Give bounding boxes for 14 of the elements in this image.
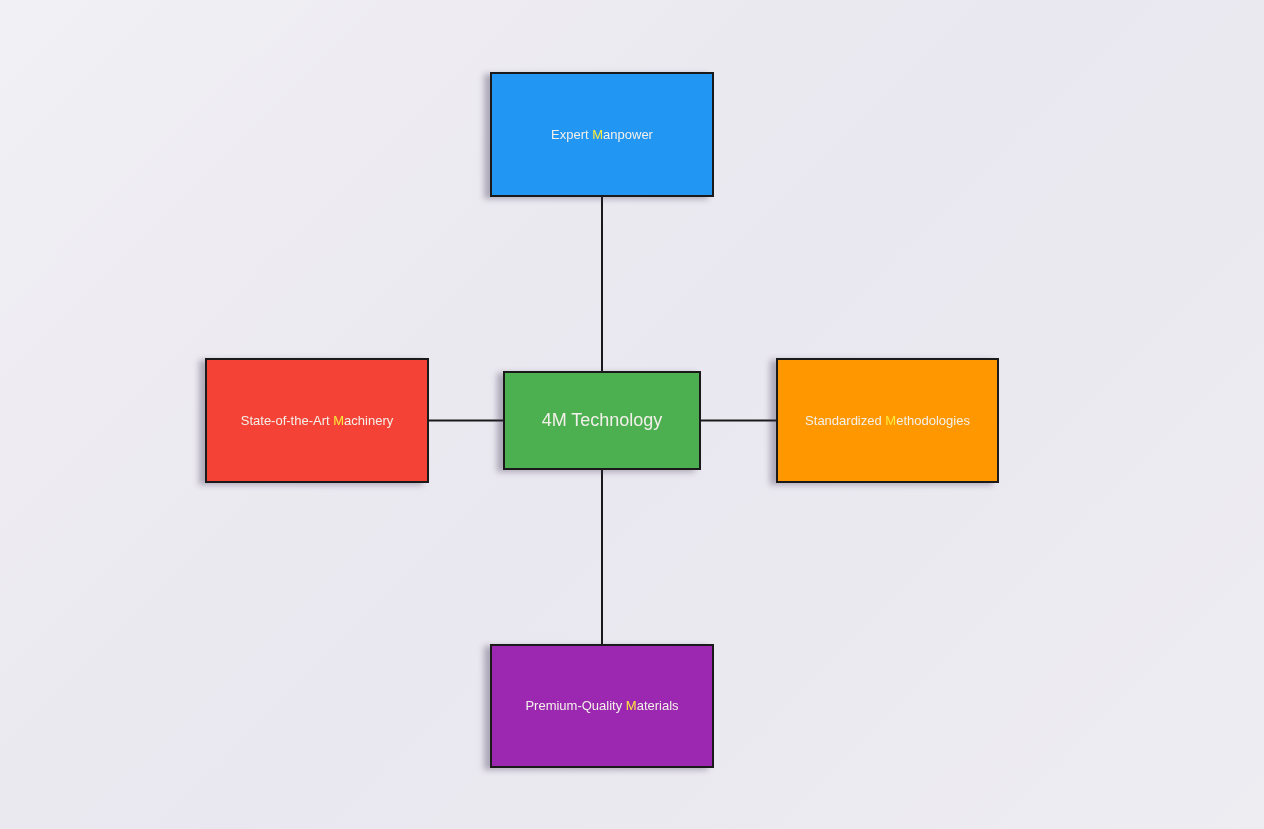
node-label: State-of-the-Art Machinery [240,411,394,430]
connector-line [428,419,504,422]
node-label: Standardized Methodologies [805,411,970,430]
connector-line [601,469,603,645]
connector-line [700,419,777,422]
process-box [205,358,429,483]
process-box [503,371,701,470]
connector-line [601,196,603,372]
process-box [490,72,714,197]
node-label: 4M Technology [541,409,663,432]
node-label: Premium-Quality Materials [525,697,679,716]
process-box [490,644,714,768]
process-box [776,358,999,483]
node-label: Expert Manpower [551,125,653,144]
